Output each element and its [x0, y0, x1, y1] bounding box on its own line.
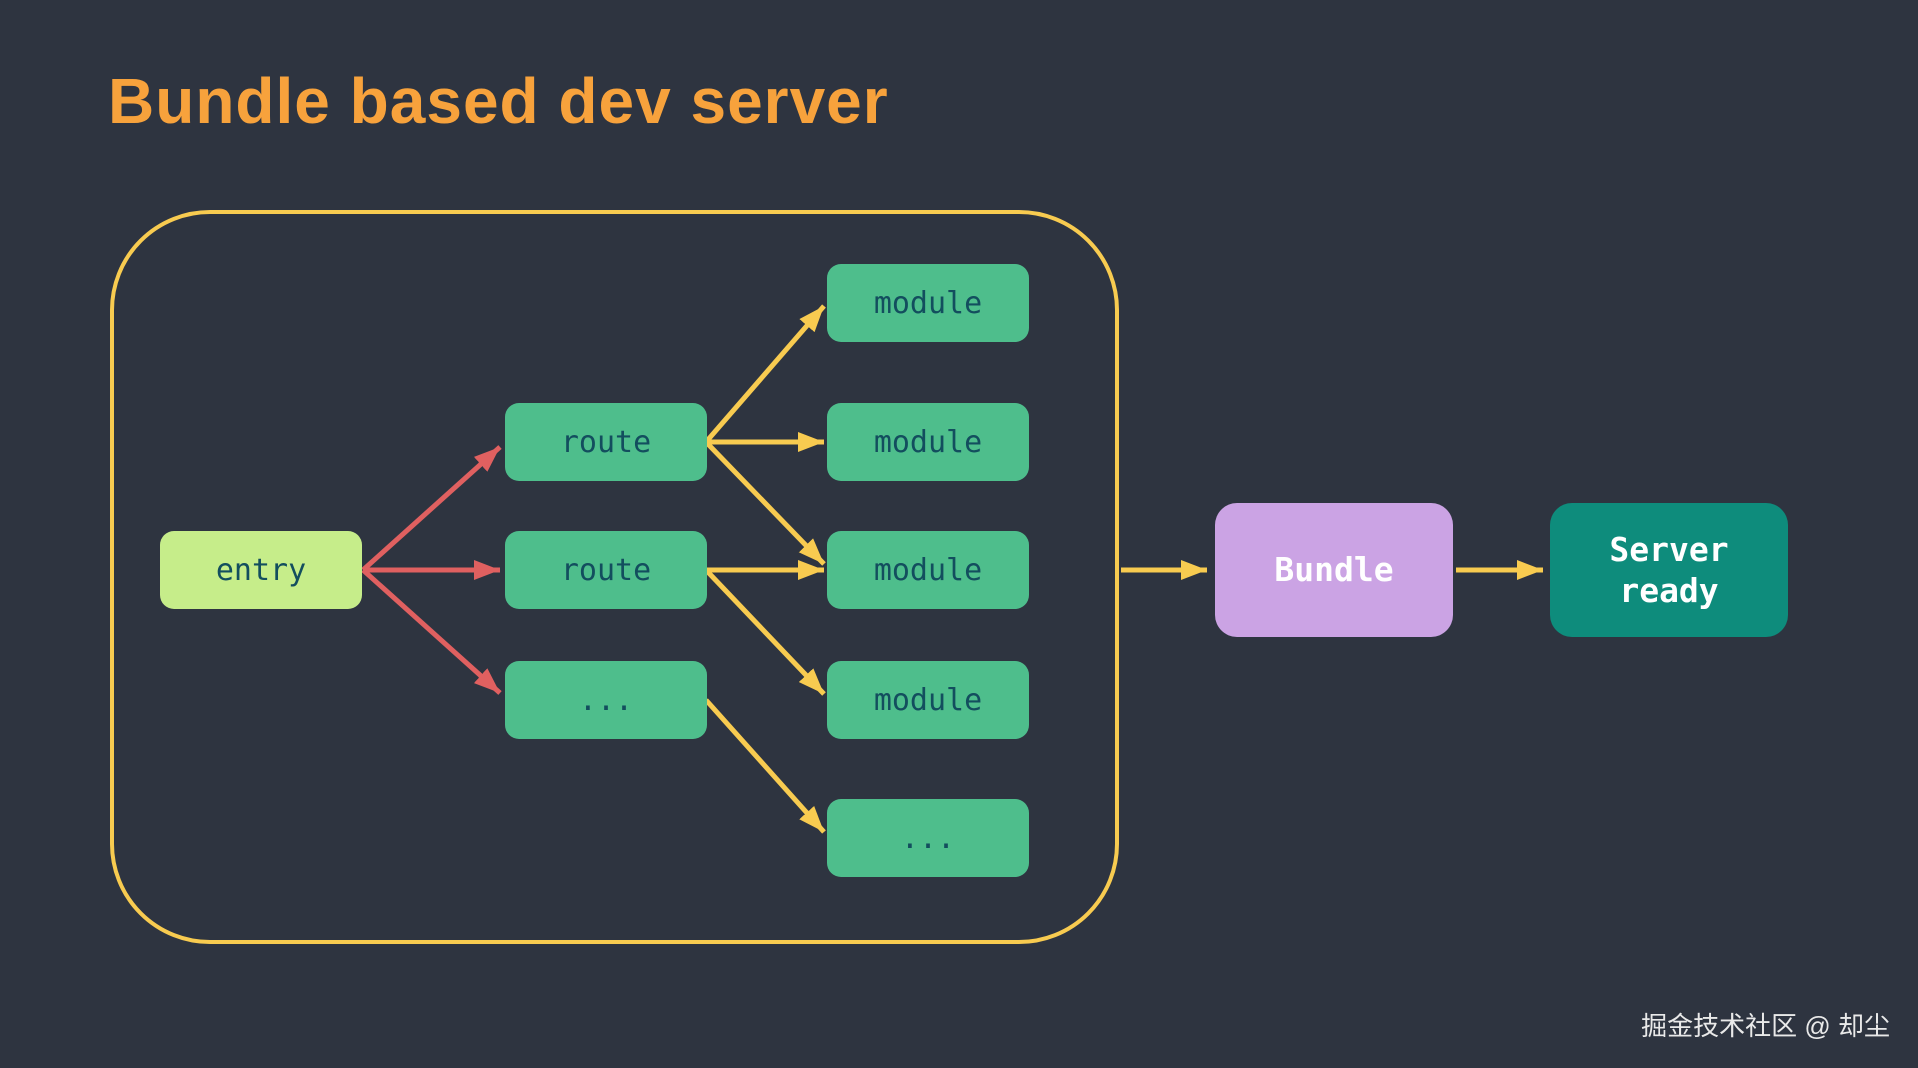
page-title: Bundle based dev server: [108, 65, 889, 137]
route-node-label: route: [560, 424, 652, 460]
module-node-label: module: [873, 552, 983, 588]
module-node-label: module: [873, 682, 983, 718]
module-node-label: module: [873, 285, 983, 321]
watermark: 掘金技术社区 @ 却尘: [1641, 1011, 1890, 1041]
module-node-2: module: [827, 403, 1029, 481]
dev-server-boundary: [110, 210, 1119, 944]
arrow-route1-to-module1: [704, 304, 826, 444]
bundle-node-label: Bundle: [1274, 550, 1394, 590]
arrow-route1-to-module3: [704, 440, 826, 566]
route-placeholder-label: ...: [578, 682, 634, 718]
arrow-route-dots-to-module-dots: [704, 698, 826, 834]
arrow-entry-to-route1: [361, 445, 502, 572]
module-node-1: module: [827, 264, 1029, 342]
entry-node: entry: [160, 531, 362, 609]
server-ready-node: Server ready: [1550, 503, 1788, 637]
arrow-entry-to-route-dots: [361, 568, 502, 695]
module-node-3: module: [827, 531, 1029, 609]
route-node-1: route: [505, 403, 707, 481]
bundle-node: Bundle: [1215, 503, 1453, 637]
module-placeholder-label: ...: [900, 820, 956, 856]
route-placeholder-node: ...: [505, 661, 707, 739]
arrow-route2-to-module4: [704, 568, 826, 696]
module-node-4: module: [827, 661, 1029, 739]
route-node-2: route: [505, 531, 707, 609]
server-ready-label: Server ready: [1609, 529, 1729, 610]
entry-node-label: entry: [215, 552, 307, 588]
module-placeholder-node: ...: [827, 799, 1029, 877]
module-node-label: module: [873, 424, 983, 460]
route-node-label: route: [560, 552, 652, 588]
